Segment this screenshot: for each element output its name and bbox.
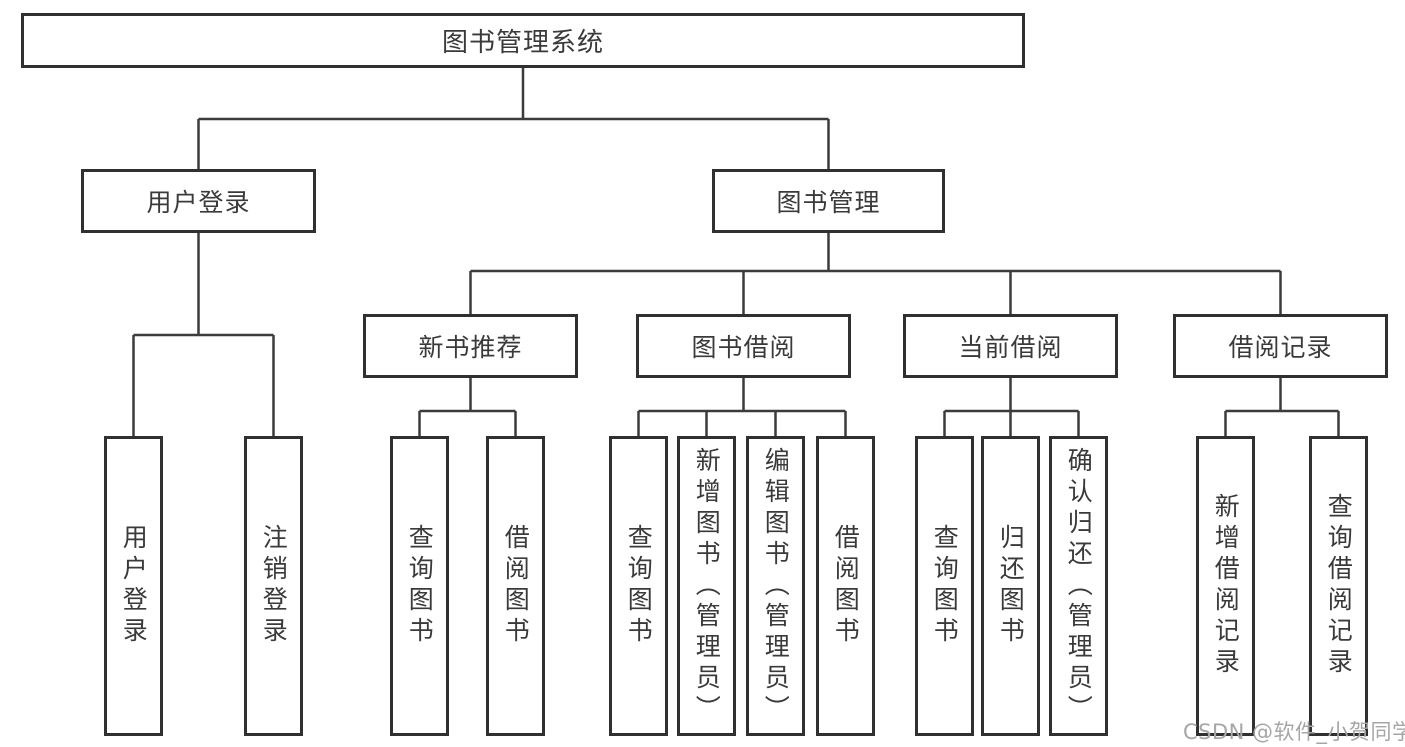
leaf-label: 借阅图书 — [831, 524, 861, 648]
connector-lines — [132, 68, 1340, 436]
leaf-label: 归还图书 — [996, 524, 1026, 648]
leaf-label: 注销登录 — [259, 524, 289, 648]
leaf-label: 查询图书 — [930, 524, 960, 648]
node-borrowing-records: 借阅记录 — [1173, 314, 1388, 378]
leaf-user-login: 用户登录 — [104, 436, 163, 736]
leaf-borrow-books-borrowing: 借阅图书 — [816, 436, 875, 736]
leaf-label: 新增借阅记录 — [1211, 493, 1241, 679]
connector-records-trunk — [1225, 378, 1339, 413]
connector-root-trunk — [198, 68, 829, 121]
leaf-label: 查询图书 — [405, 524, 435, 648]
leaf-label: 用户登录 — [119, 524, 149, 648]
node-book-management: 图书管理 — [712, 169, 945, 233]
leaf-query-books-recommend: 查询图书 — [390, 436, 449, 736]
node-root-system: 图书管理系统 — [21, 13, 1025, 68]
watermark: CSDN @软件_小贺同学 — [1183, 720, 1405, 744]
leaf-label: 编辑图书（管理员） — [761, 446, 791, 726]
node-current-borrowing: 当前借阅 — [903, 314, 1118, 378]
leaf-return-books: 归还图书 — [981, 436, 1040, 736]
connector-recommend-trunk — [419, 378, 516, 413]
connector-book-mgmt-trunk — [470, 233, 1281, 273]
leaf-query-books-current: 查询图书 — [915, 436, 974, 736]
connector-current-trunk — [944, 378, 1079, 413]
node-new-book-recommend: 新书推荐 — [363, 314, 578, 378]
leaf-label: 确认归还（管理员） — [1064, 446, 1094, 726]
leaf-add-borrow-record: 新增借阅记录 — [1196, 436, 1255, 736]
leaf-logout: 注销登录 — [244, 436, 303, 736]
leaf-query-borrow-record: 查询借阅记录 — [1309, 436, 1368, 736]
leaf-label: 查询借阅记录 — [1324, 493, 1354, 679]
leaf-label: 查询图书 — [624, 524, 654, 648]
connector-borrowing-trunk — [638, 378, 846, 413]
leaf-label: 新增图书（管理员） — [692, 446, 722, 726]
leaf-add-book-admin: 新增图书（管理员） — [677, 436, 736, 736]
leaf-label: 借阅图书 — [501, 524, 531, 648]
leaf-borrow-books-recommend: 借阅图书 — [486, 436, 545, 736]
connector-user-login-trunk — [133, 233, 274, 337]
leaf-query-books-borrowing: 查询图书 — [609, 436, 668, 736]
node-book-borrowing: 图书借阅 — [636, 314, 851, 378]
node-user-login: 用户登录 — [81, 169, 316, 233]
leaf-confirm-return-admin: 确认归还（管理员） — [1049, 436, 1108, 736]
leaf-edit-book-admin: 编辑图书（管理员） — [746, 436, 805, 736]
